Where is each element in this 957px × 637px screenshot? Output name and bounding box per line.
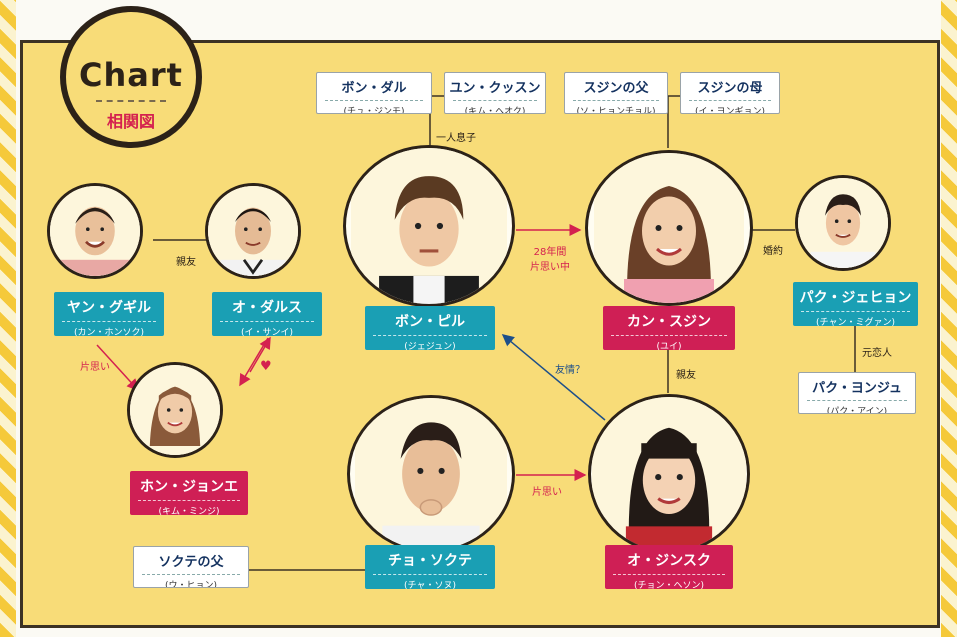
heart-icon: ♥ xyxy=(260,359,272,374)
label-unrequited-28-years: 28年間 片思い中 xyxy=(522,243,578,273)
actor-name: (イ・ヨンギョン) xyxy=(689,100,771,113)
character-name: ボン・ピル xyxy=(395,314,465,330)
label-friendship: 友情？ xyxy=(555,365,585,376)
portrait-kang-sujin xyxy=(585,150,753,306)
portrait-bong-pil xyxy=(343,145,515,307)
actor-name: (ソ・ヒョンチョル) xyxy=(573,100,659,113)
right-stripe-border xyxy=(941,0,957,637)
name-box-bong-pil: ボン・ピル (ジェジュン) xyxy=(365,306,495,350)
character-name: パク・ヨンジュ xyxy=(812,381,902,396)
label-unrequited-sokute: 片思い xyxy=(532,487,562,498)
character-name: パク・ジェヒョン xyxy=(799,290,912,306)
actor-name: (チュ・ジンモ) xyxy=(325,100,423,113)
portrait-yang-gugil xyxy=(47,183,143,279)
logo-subtitle: 相関図 xyxy=(106,112,155,131)
character-name: チョ・ソクテ xyxy=(388,553,472,569)
name-box-park-jaehyon: パク・ジェヒョン (チャン・ミグァン) xyxy=(793,282,918,326)
actor-name: (ジェジュン) xyxy=(373,335,487,350)
name-box-sujin-mother: スジンの母 (イ・ヨンギョン) xyxy=(680,72,780,114)
actor-name: (パク・アイン) xyxy=(807,400,907,413)
logo-title: Chart xyxy=(79,56,183,94)
character-name: ボン・ダル xyxy=(341,81,407,96)
logo-divider xyxy=(96,100,166,102)
label-line-2: 片思い中 xyxy=(530,262,570,273)
label-engaged: 婚約 xyxy=(763,246,783,257)
actor-name: (ユイ) xyxy=(611,335,727,350)
actor-name: (チャン・ミグァン) xyxy=(801,311,910,326)
label-best-friend-gugil-dalsu: 親友 xyxy=(176,257,196,268)
label-best-friend-sujin-jinsuku: 親友 xyxy=(676,370,696,381)
portrait-park-jaehyon xyxy=(795,175,891,271)
arrow-jinsuku-bongpil xyxy=(501,334,606,421)
left-stripe-border xyxy=(0,0,16,637)
label-line-1: 28年間 xyxy=(533,247,567,258)
name-box-cho-sokute: チョ・ソクテ (チャ・ソヌ) xyxy=(365,545,495,589)
actor-name: (チョン・ヘソン) xyxy=(613,574,725,589)
label-only-son: 一人息子 xyxy=(436,133,476,144)
character-name: スジンの母 xyxy=(697,81,763,96)
name-box-o-dalsu: オ・ダルス (イ・サンイ) xyxy=(212,292,322,336)
name-box-yun-kusun: ユン・クッスン (キム・ヘオク) xyxy=(444,72,546,114)
arrow-gugil-jongae xyxy=(96,344,140,392)
name-box-park-yonju: パク・ヨンジュ (パク・アイン) xyxy=(798,372,916,414)
name-box-sujin-father: スジンの父 (ソ・ヒョンチョル) xyxy=(564,72,668,114)
actor-name: (ウ・ヒョン) xyxy=(142,574,240,587)
actor-name: (チャ・ソヌ) xyxy=(373,574,487,589)
label-ex-lover: 元恋人 xyxy=(862,348,892,359)
arrow-jongae-dalsu xyxy=(249,336,271,373)
label-unrequited-gugil: 片思い xyxy=(80,362,110,373)
portrait-o-jinsuku xyxy=(588,394,750,554)
actor-name: (キム・ヘオク) xyxy=(453,100,537,113)
character-name: ユン・クッスン xyxy=(449,81,541,96)
character-name: カン・スジン xyxy=(627,314,711,330)
name-box-bong-dal: ボン・ダル (チュ・ジンモ) xyxy=(316,72,432,114)
name-box-sokute-father: ソクテの父 (ウ・ヒョン) xyxy=(133,546,249,588)
actor-name: (カン・ホンソク) xyxy=(62,321,156,336)
portrait-hon-jongae xyxy=(127,362,223,458)
character-name: ホン・ジョンエ xyxy=(140,479,238,495)
actor-name: (キム・ミンジ) xyxy=(138,500,240,515)
character-name: スジンの父 xyxy=(583,81,649,96)
chart-logo: Chart 相関図 xyxy=(60,6,202,148)
actor-name: (イ・サンイ) xyxy=(220,321,314,336)
character-name: ソクテの父 xyxy=(158,555,224,570)
name-box-kang-sujin: カン・スジン (ユイ) xyxy=(603,306,735,350)
portrait-cho-sokute xyxy=(347,395,515,553)
portrait-o-dalsu xyxy=(205,183,301,279)
character-name: ヤン・グギル xyxy=(67,300,151,316)
name-box-yang-gugil: ヤン・グギル (カン・ホンソク) xyxy=(54,292,164,336)
character-name: オ・ジンスク xyxy=(627,553,711,569)
name-box-hon-jongae: ホン・ジョンエ (キム・ミンジ) xyxy=(130,471,248,515)
name-box-o-jinsuku: オ・ジンスク (チョン・ヘソン) xyxy=(605,545,733,589)
character-name: オ・ダルス xyxy=(232,300,302,316)
